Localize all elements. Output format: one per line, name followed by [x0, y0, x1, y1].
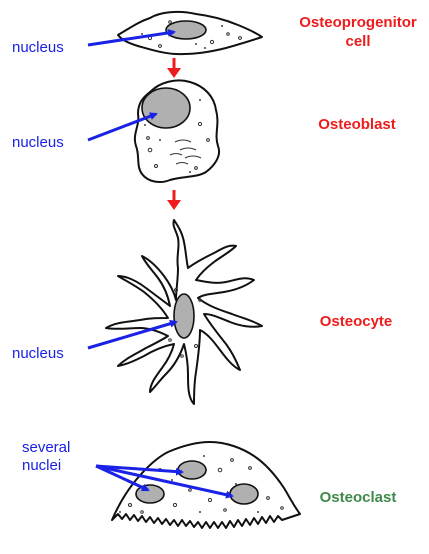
nucleus-label-osteoprogenitor: nucleus [12, 39, 64, 56]
osteoclast-nucleus-3 [230, 484, 258, 504]
osteoprogenitor-nucleus [166, 21, 206, 39]
stage-label-osteoprogenitor: Osteoprogenitor [299, 14, 417, 31]
nuclei-label-osteoclast-line1: several [22, 439, 70, 456]
osteocyte-nucleus [174, 294, 194, 338]
stage-label-osteoprogenitor-line2: cell [345, 33, 370, 50]
stage-label-osteocyte: Osteocyte [320, 313, 393, 330]
stage-label-osteoblast: Osteoblast [318, 116, 396, 133]
nucleus-label-osteoblast: nucleus [12, 134, 64, 151]
osteoclast-nucleus-1 [178, 461, 206, 479]
osteoblast-cell [135, 80, 219, 182]
nucleus-label-osteocyte: nucleus [12, 345, 64, 362]
stage-label-osteoclast: Osteoclast [320, 489, 397, 506]
flow-arrow-1 [167, 58, 181, 78]
osteocyte-cell [106, 220, 262, 404]
osteoprogenitor-cell [118, 12, 262, 54]
flow-arrow-2 [167, 190, 181, 210]
osteoblast-nucleus [142, 88, 190, 128]
nuclei-label-osteoclast-line2: nuclei [22, 457, 61, 474]
